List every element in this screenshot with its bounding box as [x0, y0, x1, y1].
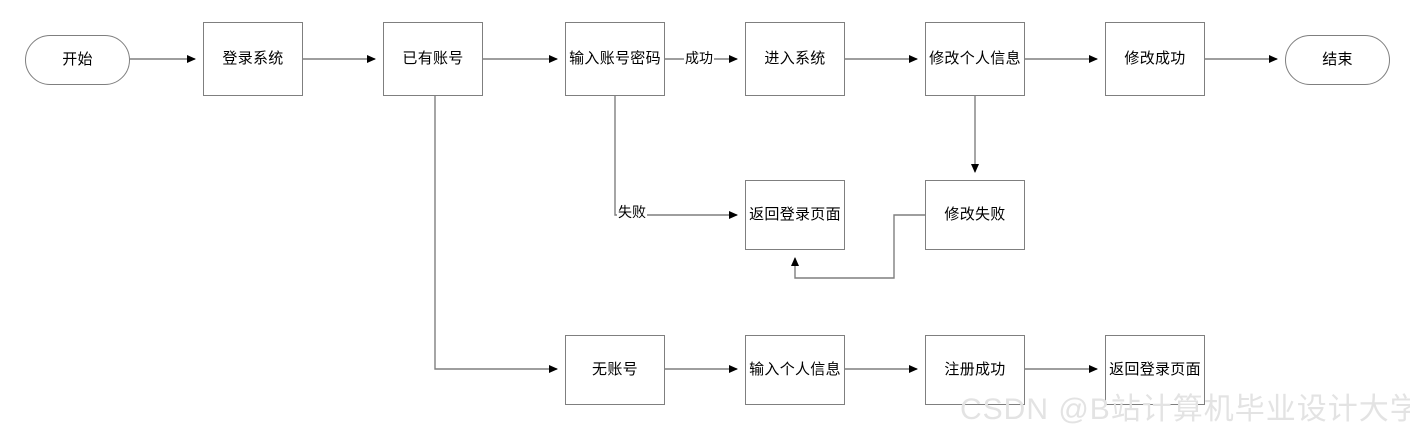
- edge-label-failure: 失败: [617, 204, 647, 220]
- node-edit-failed[interactable]: 修改失败: [925, 180, 1025, 250]
- node-start[interactable]: 开始: [25, 35, 130, 85]
- node-back-to-login-page-2[interactable]: 返回登录页面: [1105, 335, 1205, 405]
- node-back-to-login-page-1[interactable]: 返回登录页面: [745, 180, 845, 250]
- node-input-account-password[interactable]: 输入账号密码: [565, 22, 665, 96]
- node-enter-system[interactable]: 进入系统: [745, 22, 845, 96]
- node-login-system[interactable]: 登录系统: [203, 22, 303, 96]
- connector-e-has-noaccount: [434, 96, 558, 373]
- edge-label-success: 成功: [684, 50, 714, 66]
- node-edit-success[interactable]: 修改成功: [1105, 22, 1205, 96]
- connector-e-input-backlogin: [614, 96, 738, 219]
- node-no-account[interactable]: 无账号: [565, 335, 665, 405]
- node-input-personal-info[interactable]: 输入个人信息: [745, 335, 845, 405]
- node-end[interactable]: 结束: [1285, 35, 1390, 85]
- node-register-success[interactable]: 注册成功: [925, 335, 1025, 405]
- node-edit-profile[interactable]: 修改个人信息: [925, 22, 1025, 96]
- node-has-account[interactable]: 已有账号: [383, 22, 483, 96]
